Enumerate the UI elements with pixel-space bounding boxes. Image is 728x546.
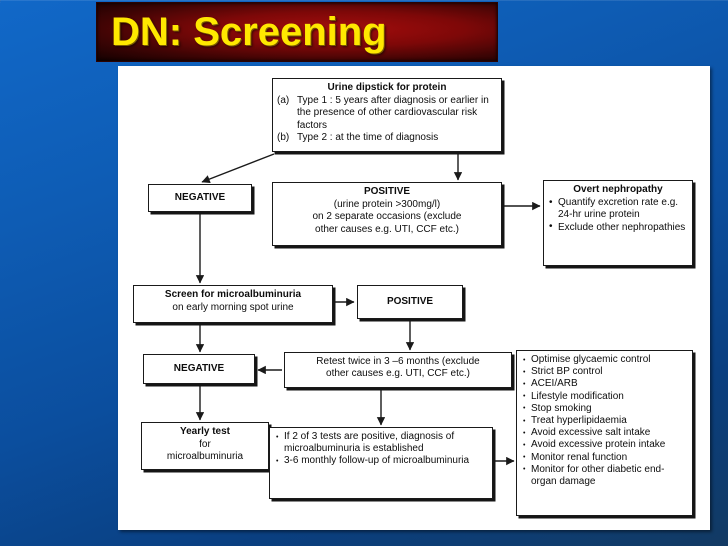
node-negative-microalbuminuria[interactable]: NEGATIVE [143, 354, 255, 384]
node-management-list[interactable]: Optimise glycaemic control Strict BP con… [516, 350, 693, 516]
node-line-1: on early morning spot urine [172, 302, 294, 314]
node-positive-microalbuminuria[interactable]: POSITIVE [357, 285, 463, 319]
node-heading: POSITIVE [386, 295, 434, 307]
node-screen-microalbuminuria[interactable]: Screen for microalbuminuria on early mor… [133, 285, 333, 323]
node-heading: Urine dipstick for protein [327, 82, 447, 93]
node-yearly-test[interactable]: Yearly test for microalbuminuria [141, 422, 269, 470]
item-text-a: Type 1 : 5 years after diagnosis or earl… [297, 95, 489, 131]
list-item: Monitor renal function [521, 452, 688, 465]
overt-bullet-list: Quantify excretion rate e.g. 24-hr urine… [548, 197, 688, 234]
node-retest[interactable]: Retest twice in 3 –6 months (exclude oth… [284, 352, 512, 388]
item-label-a: (a) [277, 95, 290, 107]
list-item: (b) Type 2 : at the time of diagnosis [277, 132, 497, 144]
node-line-1: (urine protein >300mg/l) [333, 199, 441, 211]
node-heading: Screen for microalbuminuria [164, 289, 302, 300]
node-heading: Overt nephropathy [573, 184, 663, 195]
node-negative-dipstick[interactable]: NEGATIVE [148, 184, 252, 212]
list-item: If 2 of 3 tests are positive, diagnosis … [274, 431, 488, 455]
node-line-1: Yearly test [179, 426, 231, 437]
list-item: 3-6 monthly follow-up of microalbuminuri… [274, 455, 488, 468]
list-item: Avoid excessive salt intake [521, 427, 688, 440]
list-item: Lifestyle modification [521, 391, 688, 404]
item-text-b: Type 2 : at the time of diagnosis [297, 131, 439, 143]
node-line-2: on 2 separate occasions (exclude [312, 211, 462, 223]
node-line-2: for [199, 439, 211, 451]
node-line-3: microalbuminuria [166, 451, 244, 463]
node-heading: POSITIVE [363, 186, 411, 197]
list-item: ACEI/ARB [521, 378, 688, 391]
management-bullet-list: Optimise glycaemic control Strict BP con… [521, 354, 688, 488]
node-overt-nephropathy[interactable]: Overt nephropathy Quantify excretion rat… [543, 180, 693, 266]
node-positive-dipstick[interactable]: POSITIVE (urine protein >300mg/l) on 2 s… [272, 182, 502, 246]
list-item: Optimise glycaemic control [521, 354, 688, 367]
content-panel: Urine dipstick for protein (a) Type 1 : … [118, 66, 710, 530]
list-item: Quantify excretion rate e.g. 24-hr urine… [548, 197, 688, 221]
list-item: Strict BP control [521, 366, 688, 379]
screening-flowchart: Urine dipstick for protein (a) Type 1 : … [118, 66, 710, 530]
node-line-3: other causes e.g. UTI, CCF etc.) [315, 223, 459, 235]
list-item: Treat hyperlipidaemia [521, 415, 688, 428]
list-item: Exclude other nephropathies [548, 221, 688, 234]
page-title: DN: Screening [111, 10, 387, 54]
node-urine-dipstick[interactable]: Urine dipstick for protein (a) Type 1 : … [272, 78, 502, 152]
list-item: Monitor for other diabetic end-organ dam… [521, 464, 688, 488]
item-label-b: (b) [277, 131, 290, 143]
node-heading: NEGATIVE [174, 191, 226, 203]
node-line-1: Retest twice in 3 –6 months (exclude [316, 356, 480, 367]
list-item: Avoid excessive protein intake [521, 439, 688, 452]
node-diagnosis-criteria[interactable]: If 2 of 3 tests are positive, diagnosis … [269, 427, 493, 499]
list-item: Stop smoking [521, 403, 688, 416]
list-item: (a) Type 1 : 5 years after diagnosis or … [277, 95, 497, 132]
dipstick-list: (a) Type 1 : 5 years after diagnosis or … [277, 95, 497, 144]
node-line-2: other causes e.g. UTI, CCF etc.) [326, 368, 470, 380]
node-heading: NEGATIVE [173, 362, 225, 374]
title-banner: DN: Screening [96, 2, 498, 62]
diagnosis-bullet-list: If 2 of 3 tests are positive, diagnosis … [274, 431, 488, 468]
